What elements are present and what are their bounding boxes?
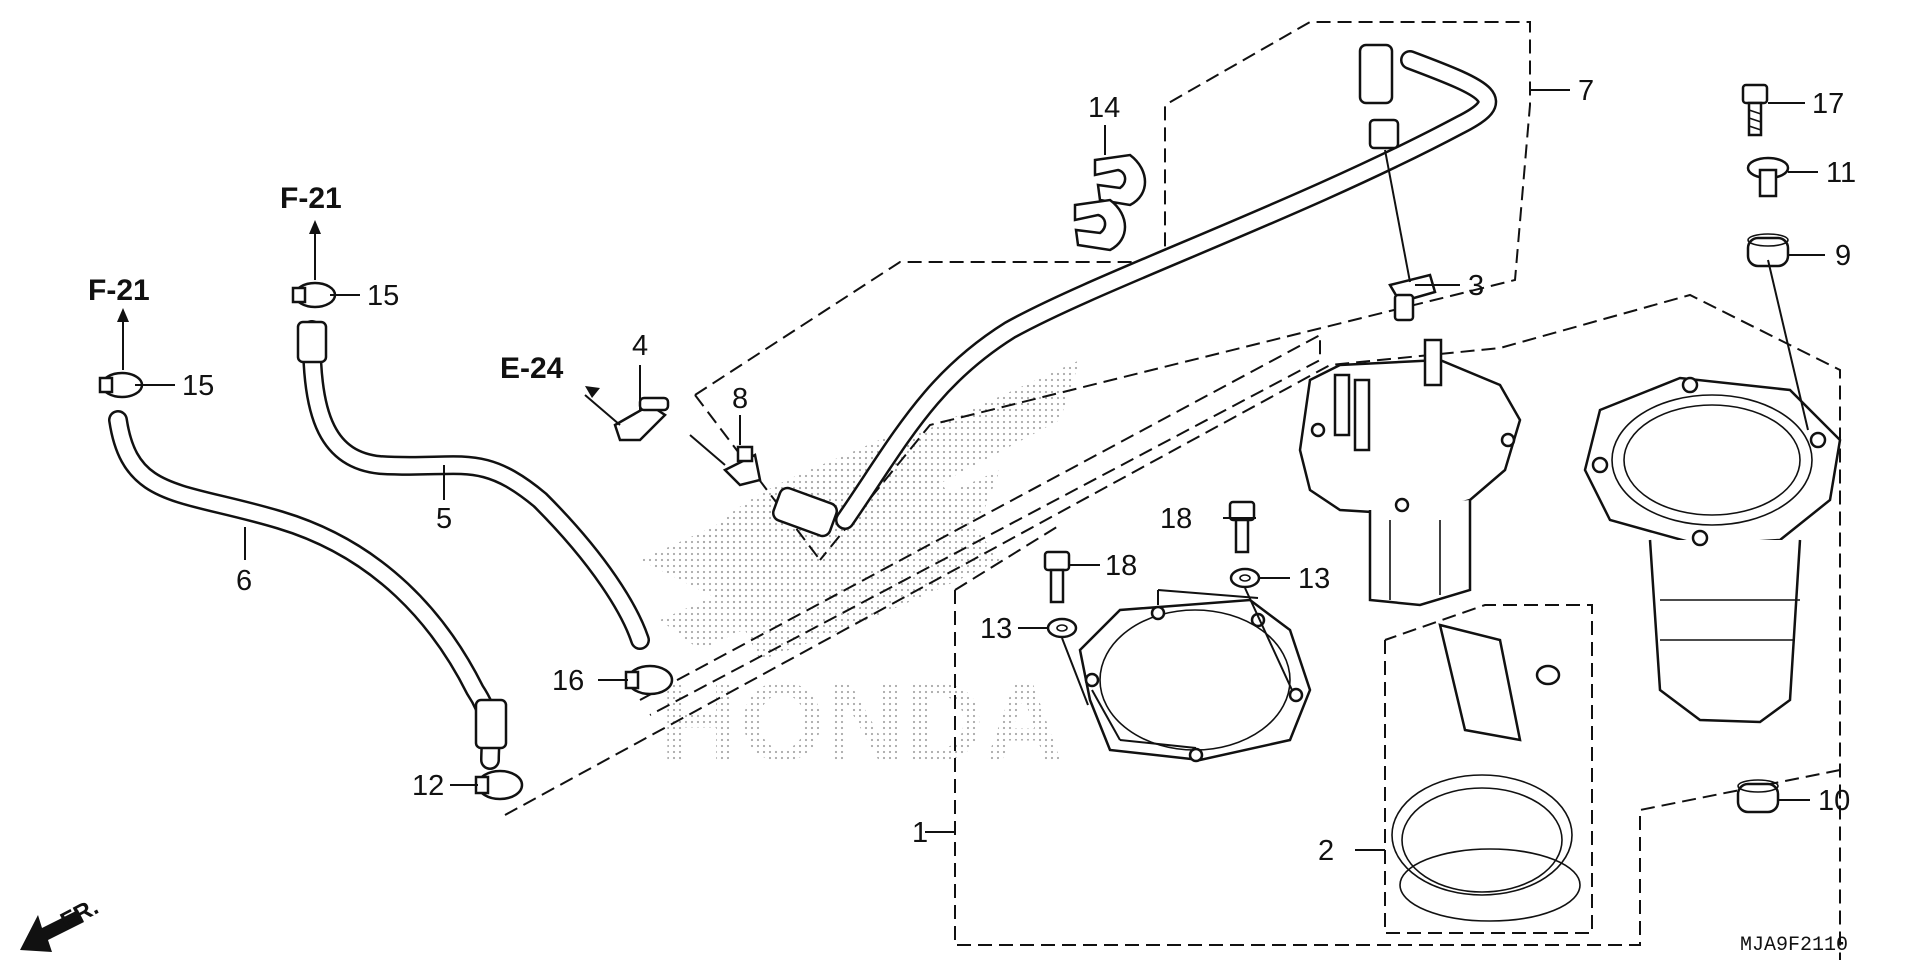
label-part-16: 16 bbox=[552, 665, 584, 697]
part-number-labels: 1 2 3 4 5 6 7 8 9 10 11 12 13 13 14 15 1… bbox=[182, 75, 1856, 867]
label-part-8: 8 bbox=[732, 383, 748, 415]
bolt-17 bbox=[1741, 83, 1769, 137]
label-part-18-lower: 18 bbox=[1105, 550, 1137, 582]
hose-connector-top bbox=[1358, 43, 1394, 105]
grommet-9 bbox=[1746, 233, 1790, 268]
label-part-7: 7 bbox=[1578, 75, 1594, 107]
label-part-15-right: 15 bbox=[367, 280, 399, 312]
label-part-13-lower: 13 bbox=[980, 613, 1012, 645]
hose-clamp-15-left bbox=[98, 371, 144, 399]
ref-arrow-f21-right bbox=[309, 220, 321, 250]
fuel-hose-5 bbox=[296, 320, 650, 650]
label-part-17: 17 bbox=[1812, 88, 1844, 120]
bolt-18-lower bbox=[1043, 550, 1071, 604]
ref-f21-left: F-21 bbox=[88, 274, 150, 307]
hose-clip-14 bbox=[1073, 153, 1147, 252]
label-part-9: 9 bbox=[1835, 240, 1851, 272]
fuel-filter-cage bbox=[1583, 376, 1842, 724]
hose-clip-4 bbox=[613, 396, 670, 442]
fuel-pump-unit bbox=[1298, 338, 1522, 607]
bolt-18-upper bbox=[1228, 500, 1256, 554]
front-direction-arrow: FR. bbox=[20, 893, 103, 952]
connector-8 bbox=[722, 445, 762, 487]
washer-13-upper bbox=[1229, 567, 1261, 589]
hose-end-6 bbox=[474, 698, 508, 750]
label-part-13-upper: 13 bbox=[1298, 563, 1330, 595]
fuel-hose-6 bbox=[108, 410, 508, 770]
fuel-hose-7 bbox=[771, 43, 1498, 538]
ref-arrow-e24 bbox=[585, 386, 600, 398]
filter-kit-2 bbox=[1391, 623, 1581, 922]
label-part-1: 1 bbox=[912, 817, 928, 849]
hose-clamp-12 bbox=[474, 769, 524, 801]
pump-mounting-gasket bbox=[1078, 598, 1312, 763]
drawing-code: MJA9F2110 bbox=[1740, 934, 1848, 957]
label-part-4: 4 bbox=[632, 330, 648, 362]
leader-lines bbox=[122, 89, 1825, 851]
label-part-2: 2 bbox=[1318, 835, 1334, 867]
ref-e24: E-24 bbox=[500, 352, 564, 385]
label-part-5: 5 bbox=[436, 503, 452, 535]
label-part-3: 3 bbox=[1468, 270, 1484, 302]
label-part-14: 14 bbox=[1088, 92, 1120, 124]
grommet-10 bbox=[1736, 779, 1780, 814]
label-part-15-left: 15 bbox=[182, 370, 214, 402]
label-part-6: 6 bbox=[236, 565, 252, 597]
quick-connector bbox=[771, 486, 839, 538]
hose-end-5 bbox=[296, 320, 328, 364]
cross-reference-labels: F-21 F-21 E-24 bbox=[88, 182, 564, 385]
watermark-text: HONDA bbox=[660, 661, 1063, 784]
ref-f21-right: F-21 bbox=[280, 182, 342, 215]
label-part-11: 11 bbox=[1826, 157, 1856, 189]
assembly-outline-1 bbox=[954, 524, 1841, 946]
assembly-outline-7 bbox=[694, 21, 1531, 561]
label-part-10: 10 bbox=[1818, 785, 1850, 817]
retainer-3 bbox=[1388, 273, 1437, 322]
assembly-outline-2 bbox=[1384, 604, 1593, 934]
assembly-outline-hoses bbox=[504, 293, 1841, 960]
label-part-12: 12 bbox=[412, 770, 444, 802]
label-part-18-upper: 18 bbox=[1160, 503, 1192, 535]
washer-13-lower bbox=[1046, 617, 1078, 639]
honda-watermark: HONDA bbox=[640, 360, 1080, 784]
hose-clamp-15-right bbox=[291, 281, 337, 309]
hose-clamp-16 bbox=[624, 664, 674, 696]
collar-11 bbox=[1746, 156, 1790, 198]
hose-connector-lower bbox=[1368, 118, 1400, 150]
ref-arrow-f21-left bbox=[117, 308, 129, 340]
